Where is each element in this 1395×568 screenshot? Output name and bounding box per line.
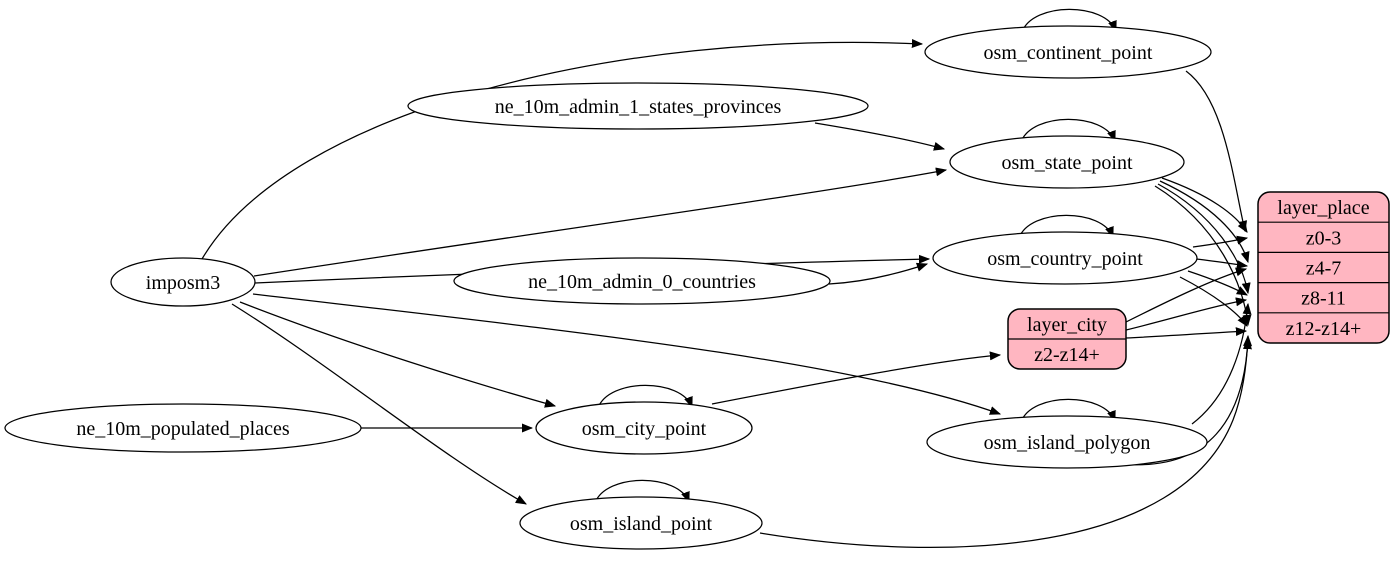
table-label: osm_state_point — [1001, 152, 1133, 174]
table-label: osm_island_point — [570, 513, 713, 535]
table-ellipse — [535, 401, 753, 455]
edge-osm_country_point-to-layer_place:z0-3 — [1192, 235, 1249, 248]
self-loop-edge-osm_island_point-to-osm_island_point — [594, 479, 690, 504]
zoom-row-label: z8-11 — [1301, 288, 1346, 310]
edge-osm_country_point-to-layer_place:z8-11 — [1187, 270, 1248, 296]
table-label: osm_island_polygon — [984, 432, 1151, 454]
layer-box — [1257, 191, 1390, 344]
self-loop-edge-osm_state_point-to-osm_state_point — [1020, 118, 1116, 143]
table-label: ne_10m_admin_0_countries — [528, 271, 756, 293]
table-ellipse — [932, 231, 1198, 285]
table-node-ne_10m_populated_places: ne_10m_populated_places — [4, 403, 362, 453]
self-loop-edge-osm_continent_point-to-osm_continent_point — [1021, 8, 1117, 33]
self-loop-edge-osm_city_point-to-osm_city_point — [597, 384, 693, 409]
table-node-osm_country_point: osm_country_point — [932, 231, 1198, 285]
table-label: ne_10m_admin_1_states_provinces — [495, 96, 782, 118]
edge-ne_10m_admin_0_countries-to-osm_country_point — [828, 262, 929, 285]
layer-header-label: layer_place — [1277, 197, 1369, 219]
edge-imposm3-to-osm_continent_point — [201, 39, 924, 260]
edge-imposm3-to-osm_island_polygon — [252, 293, 1002, 415]
table-ellipse — [110, 257, 256, 307]
table-node-osm_continent_point: osm_continent_point — [924, 25, 1212, 79]
layer-node-layer_city: layer_city z2-z14+ — [1007, 308, 1127, 370]
self-loop-edge-osm_country_point-to-osm_country_point — [1018, 214, 1114, 239]
edge-imposm3-to-osm_state_point — [253, 167, 948, 277]
edge-osm_state_point-to-layer_place:z0-3 — [1161, 177, 1248, 233]
edge-osm_state_point-to-layer_place:z4-7 — [1159, 180, 1250, 264]
table-label: imposm3 — [146, 272, 220, 294]
table-node-osm_island_point: osm_island_point — [519, 496, 763, 550]
edge-layer_city-to-layer_place:z4-7 — [1125, 267, 1248, 323]
table-label: ne_10m_populated_places — [76, 418, 289, 440]
table-ellipse — [926, 415, 1208, 469]
layer-node-layer_place: layer_place z0-3 z4-7 z8-11 z12-z14+ — [1257, 191, 1390, 344]
self-loop-edge-osm_island_polygon-to-osm_island_polygon — [1020, 398, 1116, 423]
zoom-row-label: z4-7 — [1306, 258, 1342, 280]
edge-imposm3-to-osm_city_point — [239, 301, 557, 408]
table-ellipse — [924, 25, 1212, 79]
table-label: osm_city_point — [582, 418, 707, 440]
edge-osm_island_point-to-layer_place:z12-z14+ — [759, 334, 1253, 549]
table-label: osm_continent_point — [984, 42, 1153, 64]
edge-osm_continent_point-to-layer_place:z0-3 — [1185, 70, 1248, 233]
table-label: osm_country_point — [987, 248, 1143, 270]
table-ellipse — [519, 496, 763, 550]
edge-imposm3-to-osm_island_point — [231, 303, 527, 505]
edge-ne_10m_admin_1_states_provinces-to-osm_state_point — [814, 122, 946, 151]
table-node-ne_10m_admin_1_states_provinces: ne_10m_admin_1_states_provinces — [407, 82, 869, 130]
table-node-osm_island_polygon: osm_island_polygon — [926, 415, 1208, 469]
zoom-row-label: z2-z14+ — [1034, 344, 1100, 366]
table-ellipse — [453, 257, 831, 305]
edge-osm_country_point-to-layer_place:z4-7 — [1195, 258, 1249, 270]
zoom-row-label: z12-z14+ — [1286, 318, 1362, 340]
zoom-row-label: z0-3 — [1306, 227, 1342, 249]
table-ellipse — [4, 403, 362, 453]
edge-layer_city-to-layer_place:z8-11 — [1125, 297, 1248, 331]
layer-header-label: layer_city — [1027, 314, 1107, 336]
edge-osm_city_point-to-layer_city:z2-z14+ — [711, 351, 1002, 405]
table-node-imposm3: imposm3 — [110, 257, 256, 307]
table-ellipse — [407, 82, 869, 130]
edge-osm_state_point-to-layer_place:z8-11 — [1157, 183, 1251, 295]
edge-osm_island_polygon-to-layer_place:z8-11 — [1191, 302, 1252, 425]
edge-layer_city-to-layer_place:z12-z14+ — [1125, 327, 1248, 339]
edge-osm_country_point-to-layer_place:z12-z14+ — [1179, 276, 1248, 327]
table-node-osm_city_point: osm_city_point — [535, 401, 753, 455]
table-ellipse — [949, 135, 1185, 189]
table-node-ne_10m_admin_0_countries: ne_10m_admin_0_countries — [453, 257, 831, 305]
table-node-osm_state_point: osm_state_point — [949, 135, 1185, 189]
